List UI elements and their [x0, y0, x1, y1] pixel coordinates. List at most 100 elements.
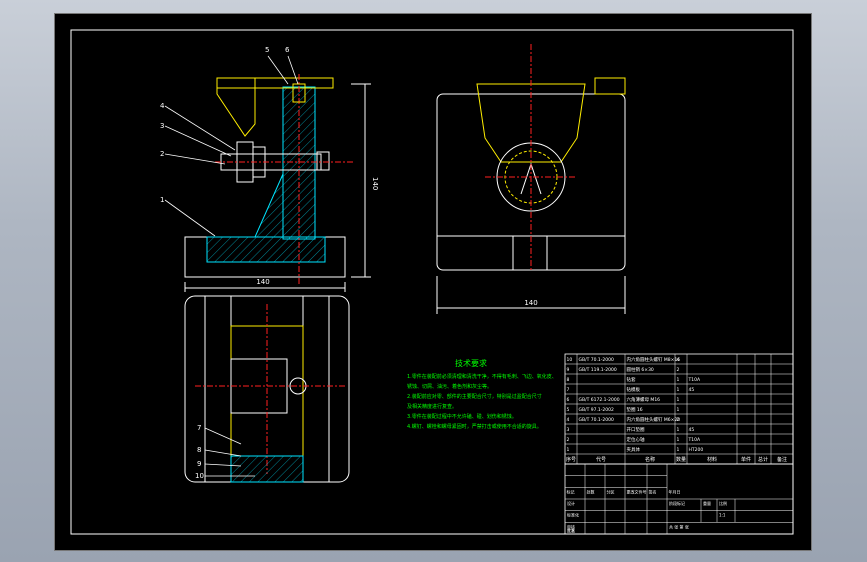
- bom-cell: 6: [567, 397, 570, 403]
- dim-width-side: 140: [524, 299, 537, 307]
- clamp-arm: [216, 77, 256, 137]
- drill-plate: [216, 77, 334, 89]
- title-block-label: 签名: [649, 488, 657, 494]
- bom-cell: 45: [689, 387, 695, 393]
- bom-cell: 2: [677, 367, 680, 373]
- side-view: [436, 44, 626, 314]
- bom-cell: 2: [677, 417, 680, 423]
- drawing-canvas[interactable]: 140 140 4 3 2 1 5 6: [55, 14, 811, 550]
- bom-cell: 夹具体: [627, 446, 641, 453]
- dim-height-front: 140: [371, 177, 379, 190]
- scale-label: 比例: [719, 500, 727, 506]
- bom-cell: 3: [567, 427, 570, 433]
- bom-cell: 2: [567, 437, 570, 443]
- top-screw: [292, 83, 306, 103]
- title-block-role: 设计: [567, 500, 575, 506]
- front-view: [184, 74, 371, 292]
- title-block-label: 年月日: [669, 488, 681, 494]
- bom-cell: 定位心轴: [627, 436, 645, 443]
- balloon-5: 5: [265, 46, 269, 54]
- bom-cell: 7: [567, 387, 570, 393]
- bom-cell: 垫圈 16: [627, 406, 643, 413]
- bom-cell: 1: [677, 407, 680, 413]
- title-block-label: 分区: [607, 488, 615, 494]
- bom-cell: 5: [567, 407, 570, 413]
- bom-header-cell: 单件: [741, 456, 751, 463]
- title-block-role: 工艺: [567, 528, 575, 533]
- dim-width-front: 140: [256, 278, 269, 286]
- bom-cell: GB/T 70.1-2000: [579, 357, 615, 363]
- title-block-role: 标准化: [567, 512, 579, 518]
- balloon-7: 7: [197, 424, 201, 432]
- bom-cell: 六角薄螺母 M16: [627, 396, 661, 403]
- bom-cell: 4: [567, 417, 570, 423]
- bom-cell: 1: [677, 397, 680, 403]
- side-screw-block: [594, 77, 626, 95]
- notes-lines: 1.零件在装配前必须清理和清洗干净，不得有毛刺、飞边、氧化皮、锈蚀、切屑、油污、…: [407, 373, 557, 430]
- stage-label: 阶段标记: [669, 500, 685, 506]
- title-block: 标记 处数 分区 更改文件号签名 年月日设计标准化审核工艺批准 阶段标记 重量 比例 1:1 共 …: [564, 463, 794, 535]
- bom-cell: 8: [567, 377, 570, 383]
- balloon-8: 8: [197, 446, 201, 454]
- bom-cell: 1: [567, 447, 570, 453]
- bom-cell: GB/T 6172.1-2000: [579, 397, 620, 403]
- bom-cell: 10: [567, 357, 573, 363]
- bom-header-cell: 序号: [566, 456, 576, 463]
- bom-cell: GB/T 70.1-2000: [579, 417, 615, 423]
- nut: [316, 151, 330, 171]
- rib: [254, 173, 284, 238]
- bom-cell: 4: [677, 357, 680, 363]
- notes-line: 及相关精度进行复查。: [407, 403, 457, 410]
- notes-line: 3.零件在装配过程中不允许磕、碰、划伤和锈蚀。: [407, 413, 517, 420]
- balloon-6: 6: [285, 46, 290, 54]
- bom-header-cell: 数量: [676, 456, 686, 463]
- title-block-role: 批准: [567, 527, 575, 533]
- notes-line: 2.装配前应对零、部件的主要配合尺寸，特别是过盈配合尺寸: [407, 393, 542, 400]
- bom-cell: GB/T 97.1-2002: [579, 407, 615, 413]
- bom-cell: 内六角圆柱头螺钉 M8×16: [627, 356, 681, 363]
- balloon-1: 1: [160, 196, 164, 204]
- balloon-4: 4: [160, 102, 165, 110]
- bom-cell: 9: [567, 367, 570, 373]
- bom-cell: 1: [677, 387, 680, 393]
- top-view: [184, 295, 350, 483]
- bom-cell: 钻套: [627, 376, 636, 383]
- title-block-role: 审核: [567, 523, 575, 529]
- base-hatch: [206, 236, 326, 263]
- leaders-top: [204, 427, 255, 477]
- balloon-10: 10: [195, 472, 204, 480]
- bom-cell: 开口垫圈: [627, 426, 645, 433]
- bom-cell: 钻模板: [627, 386, 641, 393]
- title-block-label: 更改文件号: [627, 488, 647, 494]
- bom-header-cell: 代号: [596, 456, 606, 463]
- scale-value: 1:1: [719, 513, 726, 518]
- bom-cell: 1: [677, 427, 680, 433]
- notes-line: 1.零件在装配前必须清理和清洗干净，不得有毛刺、飞边、氧化皮、: [407, 373, 557, 380]
- bom-cell: GB/T 119.1-2000: [579, 367, 617, 373]
- bom-cell: 内六角圆柱头螺钉 M6×20: [627, 416, 681, 423]
- bom-cell: 45: [689, 427, 695, 433]
- bom-cell: T10A: [688, 377, 701, 383]
- sheet-label: 共 张 第 张: [669, 523, 689, 529]
- drawing-sheet: 140 140 4 3 2 1 5 6: [54, 13, 812, 551]
- leaders-front: [164, 55, 299, 237]
- bom-cell: 1: [677, 377, 680, 383]
- bom-cell: T10A: [688, 437, 701, 443]
- weight-label: 重量: [703, 500, 711, 506]
- title-block-label: 标记: [567, 488, 575, 494]
- notes-title: 技术要求: [455, 358, 487, 368]
- bom-header-cell: 材料: [707, 456, 717, 463]
- title-block-label: 处数: [587, 488, 595, 494]
- balloon-3: 3: [160, 122, 164, 130]
- bom-cell: 圆柱销 6×30: [627, 366, 654, 373]
- side-drill-plate: [476, 83, 586, 163]
- bom-header-cell: 名称: [645, 456, 655, 463]
- border-frame: [70, 29, 794, 535]
- bom-header-cell: 备注: [777, 456, 787, 463]
- balloon-2: 2: [160, 150, 164, 158]
- bom-cell: 1: [677, 437, 680, 443]
- notes-line: 锈蚀、切屑、油污、着色剂和灰尘等。: [407, 383, 492, 390]
- bom-cell: HT200: [689, 447, 704, 453]
